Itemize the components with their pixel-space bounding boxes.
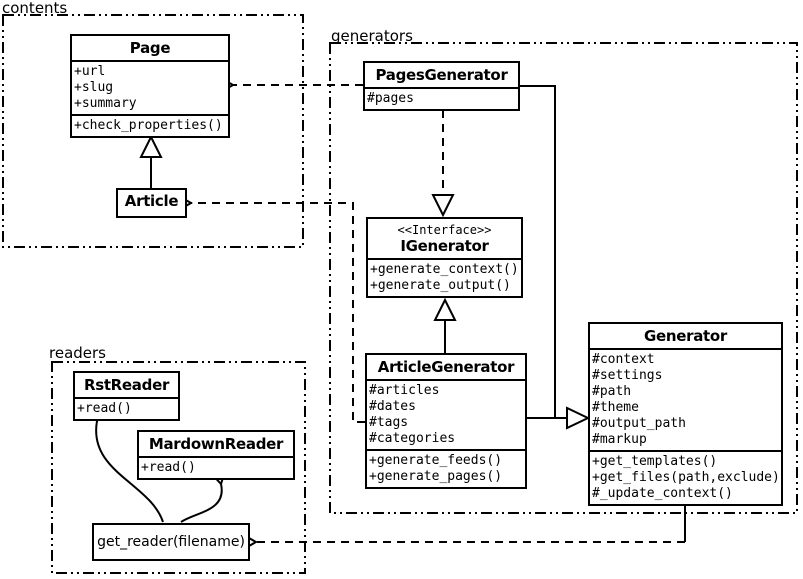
- class-pagesgenerator: PagesGenerator #pages: [363, 61, 520, 111]
- edge-pagesgenerator-extends-generator: [520, 85, 567, 419]
- attribute: #dates: [369, 399, 416, 414]
- class-generator-methods: +get_templates() +get_files(path,exclude…: [590, 450, 781, 504]
- attribute: #markup: [592, 432, 647, 447]
- package-label-readers: readers: [49, 344, 106, 362]
- attribute: #path: [592, 384, 632, 399]
- class-articlegenerator-title: ArticleGenerator: [377, 358, 515, 376]
- attribute: #tags: [369, 415, 409, 430]
- class-articlegenerator-attributes: #articles #dates #tags #categories: [367, 379, 525, 449]
- method: +generate_pages(): [369, 469, 503, 484]
- method: +get_files(path,exclude): [592, 470, 780, 485]
- generalization-triangle-igenerator-bottom: [433, 297, 457, 321]
- method: +read(): [141, 460, 196, 475]
- class-igenerator: <<Interface>> IGenerator +generate_conte…: [366, 217, 523, 298]
- package-label-generators: generators: [331, 27, 413, 45]
- method: +check_properties(): [74, 118, 223, 133]
- attribute: +summary: [74, 96, 137, 111]
- class-pagesgenerator-title: PagesGenerator: [375, 66, 508, 84]
- class-page-title: Page: [129, 39, 171, 57]
- attribute: #articles: [369, 383, 440, 398]
- method: +get_templates(): [592, 454, 718, 469]
- generalization-triangle-generator: [566, 406, 591, 430]
- attribute: #settings: [592, 368, 663, 383]
- class-igenerator-methods: +generate_context() +generate_output(): [368, 258, 521, 296]
- class-page-attributes: +url +slug +summary: [72, 60, 228, 114]
- edge-getreader-to-rstreader: [90, 405, 164, 523]
- class-igenerator-stereotype: <<Interface>>: [397, 223, 492, 237]
- attribute: #context: [592, 352, 655, 367]
- generalization-triangle-page: [139, 134, 163, 158]
- edge-articlegenerator-uses-article: [176, 194, 365, 423]
- method: +generate_context(): [370, 262, 519, 277]
- function-get-reader: get_reader(filename): [92, 523, 250, 561]
- package-label-contents: contents: [2, 0, 68, 17]
- method: +generate_feeds(): [369, 453, 503, 468]
- class-generator-title: Generator: [643, 327, 728, 345]
- attribute: #theme: [592, 400, 639, 415]
- class-articlegenerator: ArticleGenerator #articles #dates #tags …: [365, 353, 527, 489]
- class-article-title: Article: [124, 192, 179, 210]
- class-mardownreader: MardownReader +read(): [137, 430, 295, 480]
- realization-triangle-igenerator-top: [431, 194, 455, 218]
- class-rstreader: RstReader +read(): [73, 371, 180, 421]
- class-pagesgenerator-attributes: #pages: [365, 87, 518, 109]
- class-mardownreader-title: MardownReader: [148, 435, 284, 453]
- method: #_update_context(): [592, 486, 733, 501]
- edge-getreader-to-mardownreader: [180, 468, 227, 523]
- attribute: +url: [74, 64, 106, 79]
- class-page-methods: +check_properties(): [72, 114, 228, 136]
- method: +generate_output(): [370, 278, 511, 293]
- function-get-reader-label: get_reader(filename): [97, 534, 245, 550]
- package-border-readers: [51, 361, 306, 574]
- class-article: Article: [116, 188, 187, 218]
- package-border-contents: [2, 14, 304, 248]
- class-mardownreader-methods: +read(): [139, 456, 293, 478]
- attribute: #categories: [369, 431, 456, 446]
- class-rstreader-title: RstReader: [83, 376, 170, 394]
- package-border-generators: [329, 42, 798, 514]
- attribute: #output_path: [592, 416, 686, 431]
- class-generator: Generator #context #settings #path #them…: [588, 322, 783, 506]
- method: +read(): [77, 401, 132, 416]
- class-generator-attributes: #context #settings #path #theme #output_…: [590, 348, 781, 450]
- class-articlegenerator-methods: +generate_feeds() +generate_pages(): [367, 449, 525, 487]
- class-page: Page +url +slug +summary +check_properti…: [70, 34, 230, 138]
- class-igenerator-title: IGenerator: [400, 237, 489, 255]
- class-rstreader-methods: +read(): [75, 397, 178, 419]
- attribute: +slug: [74, 80, 114, 95]
- attribute: #pages: [367, 91, 414, 106]
